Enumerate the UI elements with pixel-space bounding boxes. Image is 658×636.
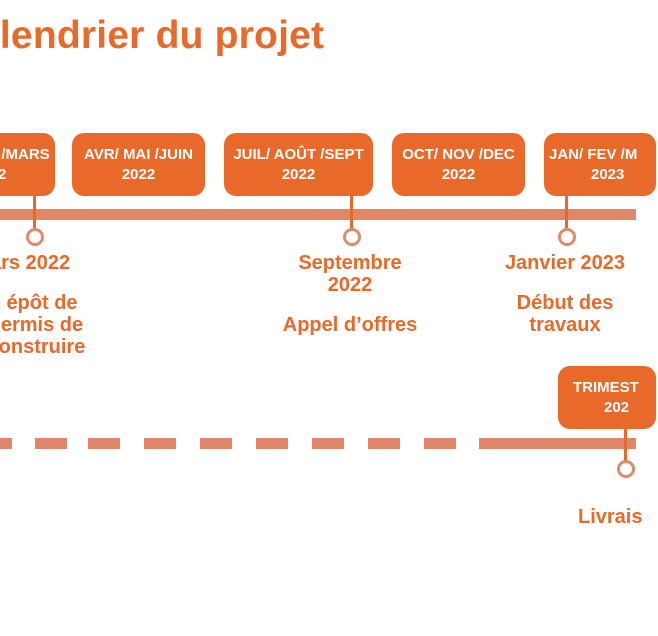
period-box-2-year: 2022 bbox=[121, 165, 156, 183]
period-box-3-label: JUIL/ AOÛT /SEPT bbox=[233, 145, 364, 163]
period-box-1-label: /MARS bbox=[1, 145, 50, 163]
milestone-marker-1 bbox=[26, 228, 44, 246]
period-box-3: JUIL/ AOÛT /SEPT 2022 bbox=[224, 133, 373, 196]
milestone-date-1: ars 2022 bbox=[0, 252, 71, 274]
period-box-1: /MARS 2 bbox=[0, 133, 55, 196]
period-box-2-label: AVR/ MAI /JUIN bbox=[84, 145, 193, 163]
timeline-dash-2 bbox=[35, 438, 67, 449]
milestone-event-4: Livrais bbox=[578, 506, 643, 528]
milestone-date-3: Janvier 2023 bbox=[504, 252, 626, 274]
period-box-1-year: 2 bbox=[0, 165, 7, 183]
milestone-event-3: Début des travaux bbox=[516, 292, 614, 336]
timeline-dash-4 bbox=[144, 438, 176, 449]
period-box-5: JAN/ FEV /M 2023 bbox=[544, 133, 656, 196]
timeline-dash-8 bbox=[368, 438, 400, 449]
milestone-date-2: Septembre 2022 bbox=[298, 252, 402, 296]
milestone-marker-4 bbox=[617, 460, 635, 478]
connector-4 bbox=[624, 429, 627, 461]
period-box-5-year: 2023 bbox=[591, 165, 625, 183]
period-box-4-year: 2022 bbox=[441, 165, 476, 183]
page-title: alendrier du projet bbox=[0, 14, 325, 57]
timeline-dash-7 bbox=[312, 438, 344, 449]
period-box-2: AVR/ MAI /JUIN 2022 bbox=[72, 133, 205, 196]
timeline-line-top bbox=[0, 209, 636, 220]
period-box-6-label: TRIMEST bbox=[573, 378, 639, 396]
period-box-3-year: 2022 bbox=[281, 165, 316, 183]
timeline-dash-5 bbox=[200, 438, 232, 449]
milestone-marker-3 bbox=[558, 228, 576, 246]
timeline-dash-3 bbox=[88, 438, 120, 449]
timeline-dash-6 bbox=[256, 438, 288, 449]
period-box-6-year: 202 bbox=[604, 398, 630, 416]
timeline-line-bottom bbox=[479, 438, 636, 449]
timeline-dash-9 bbox=[424, 438, 456, 449]
milestone-event-1: épôt de ermis de onstruire bbox=[0, 292, 86, 358]
period-box-4-label: OCT/ NOV /DEC bbox=[402, 145, 515, 163]
connector-1 bbox=[33, 196, 36, 228]
timeline-dash-1 bbox=[0, 438, 12, 449]
milestone-marker-2 bbox=[343, 228, 361, 246]
milestone-event-2: Appel d’offres bbox=[282, 314, 418, 336]
period-box-5-label: JAN/ FEV /M bbox=[549, 145, 638, 163]
connector-3 bbox=[565, 196, 568, 228]
period-box-4: OCT/ NOV /DEC 2022 bbox=[392, 133, 525, 196]
period-box-6: TRIMEST 202 bbox=[558, 366, 656, 429]
connector-2 bbox=[350, 196, 353, 228]
